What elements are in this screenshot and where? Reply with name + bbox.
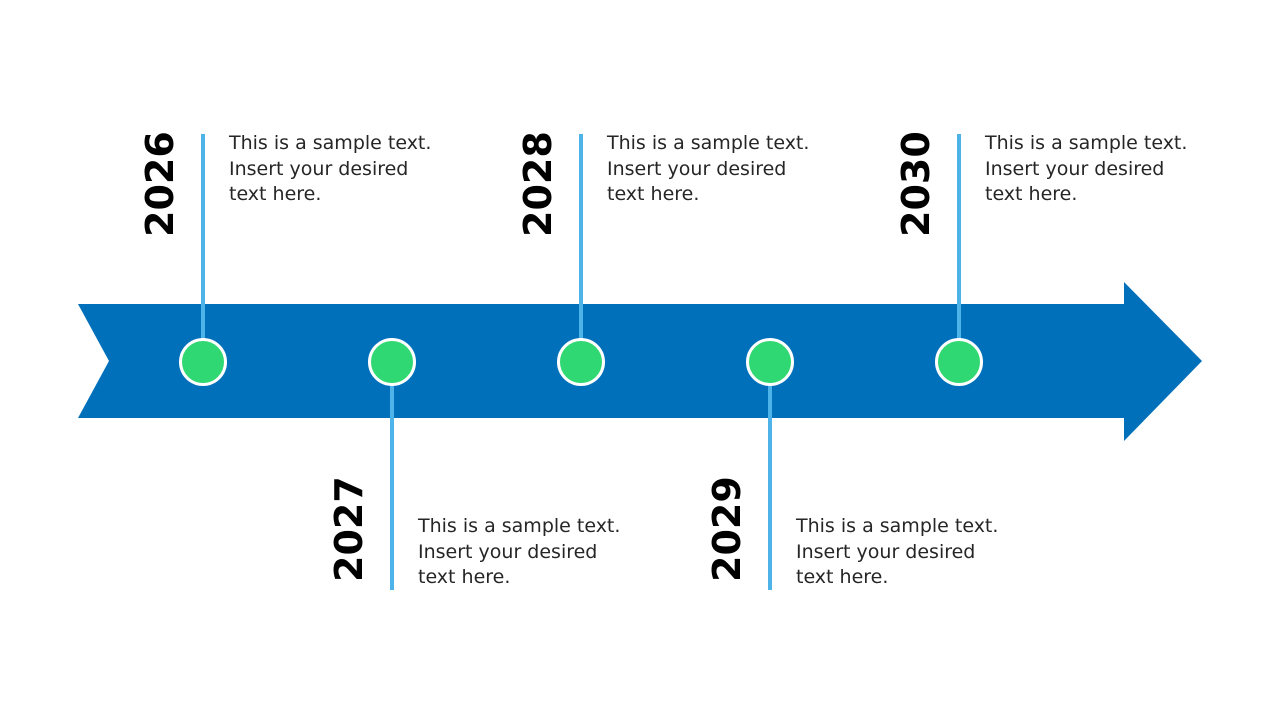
milestone-stem bbox=[390, 384, 394, 590]
milestone-stem bbox=[579, 134, 583, 340]
description-line: text here. bbox=[607, 183, 700, 205]
milestone-year: 2026 bbox=[138, 131, 182, 237]
description-line: text here. bbox=[985, 183, 1078, 205]
milestone-stem bbox=[201, 134, 205, 340]
description-line: Insert your desired bbox=[985, 157, 1165, 180]
milestone-stem bbox=[768, 384, 772, 590]
description-line: This is a sample text. bbox=[796, 515, 999, 537]
milestone-node bbox=[746, 338, 794, 386]
milestone-description: This is a sample text. Insert your desir… bbox=[796, 514, 1016, 591]
milestone-year: 2029 bbox=[705, 476, 749, 582]
description-line: text here. bbox=[418, 566, 511, 588]
description-line: Insert your desired bbox=[796, 540, 976, 563]
milestone-description: This is a sample text. Insert your desir… bbox=[607, 131, 827, 208]
arrow-shape bbox=[78, 282, 1202, 441]
milestone-year: 2030 bbox=[894, 131, 938, 237]
milestone-node bbox=[935, 338, 983, 386]
description-line: This is a sample text. bbox=[607, 132, 810, 154]
description-line: This is a sample text. bbox=[985, 132, 1188, 154]
milestone-year: 2027 bbox=[327, 476, 371, 582]
milestone-description: This is a sample text. Insert your desir… bbox=[229, 131, 449, 208]
description-line: This is a sample text. bbox=[418, 515, 621, 537]
milestone-stem bbox=[957, 134, 961, 340]
description-line: text here. bbox=[796, 566, 889, 588]
milestone-description: This is a sample text. Insert your desir… bbox=[418, 514, 638, 591]
milestone-node bbox=[368, 338, 416, 386]
description-line: text here. bbox=[229, 183, 322, 205]
milestone-node bbox=[557, 338, 605, 386]
description-line: This is a sample text. bbox=[229, 132, 432, 154]
milestone-year: 2028 bbox=[516, 131, 560, 237]
description-line: Insert your desired bbox=[418, 540, 598, 563]
description-line: Insert your desired bbox=[607, 157, 787, 180]
milestone-description: This is a sample text. Insert your desir… bbox=[985, 131, 1205, 208]
milestone-node bbox=[179, 338, 227, 386]
description-line: Insert your desired bbox=[229, 157, 409, 180]
